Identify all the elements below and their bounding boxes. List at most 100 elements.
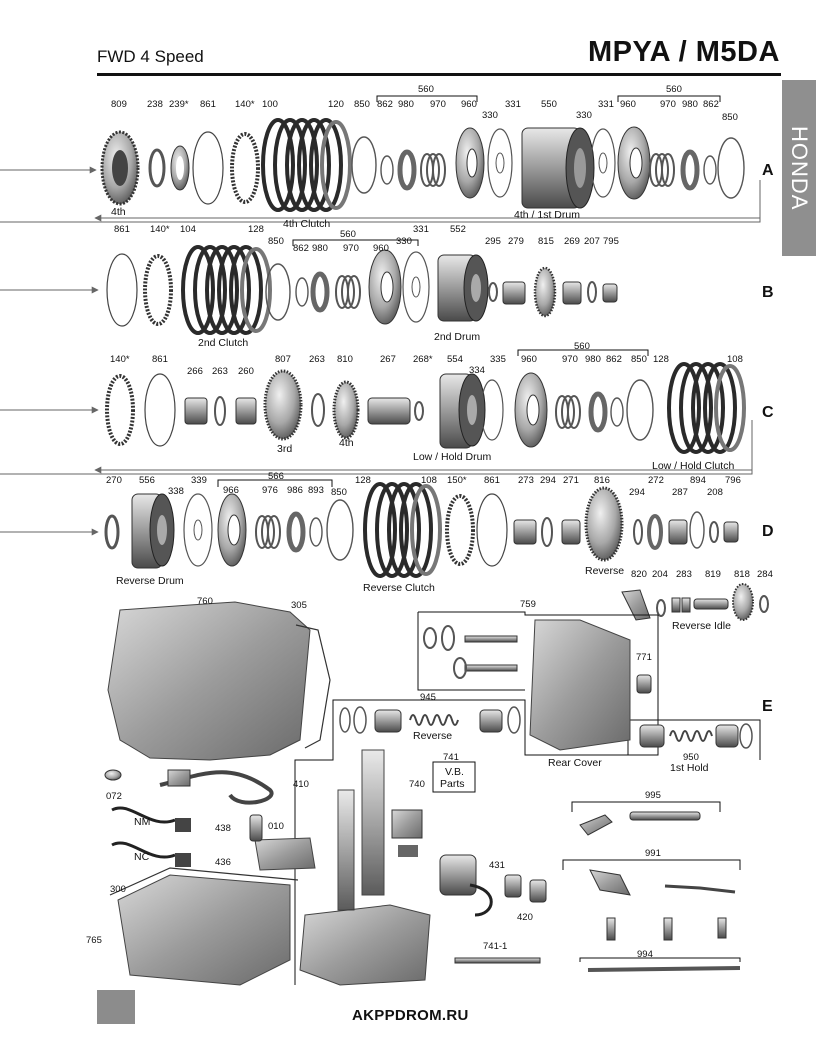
flow-arrows	[0, 166, 761, 536]
part-number: 862	[703, 99, 719, 110]
part-number: 331	[413, 224, 429, 235]
part-number: 128	[653, 354, 669, 365]
part-number: 795	[603, 236, 619, 247]
part-number: 272	[648, 475, 664, 486]
section-e-parts	[104, 601, 761, 986]
part-number: 970	[660, 99, 676, 110]
caption-2nd-clutch: 2nd Clutch	[198, 337, 249, 349]
part-number: 970	[562, 354, 578, 365]
part-number: 120	[328, 99, 344, 110]
part-number: 991	[645, 848, 661, 859]
caption-4th-clutch: 4th Clutch	[283, 218, 331, 230]
part-number: 995	[645, 790, 661, 801]
part-number: 759	[520, 599, 536, 610]
part-number: 556	[139, 475, 155, 486]
part-number: 960	[461, 99, 477, 110]
part-group-a1: 560	[418, 84, 434, 95]
caption-4th-gear-c: 4th	[339, 437, 354, 449]
part-number: 294	[540, 475, 556, 486]
part-number: 140*	[150, 224, 170, 235]
part-number: 796	[725, 475, 741, 486]
part-number: 980	[585, 354, 601, 365]
part-number: 850	[268, 236, 284, 247]
part-number: 771	[636, 652, 652, 663]
caption-reverse-clutch: Reverse Clutch	[363, 582, 435, 594]
part-number: 010	[268, 821, 284, 832]
part-number: 260	[238, 366, 254, 377]
part-number: 331	[505, 99, 521, 110]
part-number: 268*	[413, 354, 433, 365]
caption-3rd-gear: 3rd	[277, 443, 293, 455]
part-number: 809	[111, 99, 127, 110]
part-number: 862	[293, 243, 309, 254]
part-number: 271	[563, 475, 579, 486]
footer-site-name: AKPPDROM.RU	[352, 1007, 469, 1024]
part-number: 740	[409, 779, 425, 790]
row-letter-e: E	[762, 698, 773, 715]
part-number: 305	[291, 600, 307, 611]
caption-vb-line1: V.B.	[445, 766, 464, 778]
part-number: 294	[629, 487, 645, 498]
part-number: 986	[287, 485, 303, 496]
part-number: 330	[396, 236, 412, 247]
part-number: 436	[215, 857, 231, 868]
part-number: 295	[485, 236, 501, 247]
part-number: 960	[521, 354, 537, 365]
part-number: 238	[147, 99, 163, 110]
part-number: 128	[248, 224, 264, 235]
part-number: 960	[620, 99, 636, 110]
part-number: 438	[215, 823, 231, 834]
part-number: 816	[594, 475, 610, 486]
part-number: 950	[683, 752, 699, 763]
part-number: 807	[275, 354, 291, 365]
row-d-parts	[104, 482, 739, 578]
part-number: 765	[86, 935, 102, 946]
caption-low-hold-drum: Low / Hold Drum	[413, 451, 492, 463]
part-number: 140*	[235, 99, 255, 110]
part-number: 331	[598, 99, 614, 110]
part-number: 410	[293, 779, 309, 790]
part-number: 893	[308, 485, 324, 496]
caption-nm-sensor: NM	[134, 816, 151, 828]
part-number: 263	[212, 366, 228, 377]
part-number: 862	[377, 99, 393, 110]
part-number: 207	[584, 236, 600, 247]
part-number: 960	[373, 243, 389, 254]
part-number: 861	[152, 354, 168, 365]
group-brackets	[217, 95, 721, 487]
part-number: 279	[508, 236, 524, 247]
part-number: 072	[106, 791, 122, 802]
part-number: 335	[490, 354, 506, 365]
part-number: 104	[180, 224, 196, 235]
caption-nc-sensor: NC	[134, 851, 150, 863]
part-number: 970	[430, 99, 446, 110]
part-number: 334	[469, 365, 485, 376]
part-group-c1: 560	[574, 341, 590, 352]
part-number: 861	[484, 475, 500, 486]
part-number: 287	[672, 487, 688, 498]
part-number: 204	[652, 569, 668, 580]
part-number: 552	[450, 224, 466, 235]
header-model-codes: MPYA / M5DA	[588, 36, 780, 68]
part-number: 339	[191, 475, 207, 486]
part-number: 980	[312, 243, 328, 254]
part-number: 554	[447, 354, 463, 365]
row-b-parts	[106, 245, 618, 335]
part-number: 980	[398, 99, 414, 110]
part-number: 330	[576, 110, 592, 121]
part-number: 300	[110, 884, 126, 895]
part-number: 270	[106, 475, 122, 486]
part-number: 894	[690, 475, 706, 486]
part-number: 283	[676, 569, 692, 580]
part-number: 994	[637, 949, 653, 960]
part-number: 760	[197, 596, 213, 607]
caption-4th-gear: 4th	[111, 206, 126, 218]
part-number: 850	[631, 354, 647, 365]
part-number: 850	[354, 99, 370, 110]
part-number: 108	[421, 475, 437, 486]
part-number: 810	[337, 354, 353, 365]
caption-reverse-accumulator: Reverse	[413, 730, 453, 742]
part-number: 150*	[447, 475, 467, 486]
part-number: 850	[331, 487, 347, 498]
reverse-idle-parts	[621, 583, 769, 621]
